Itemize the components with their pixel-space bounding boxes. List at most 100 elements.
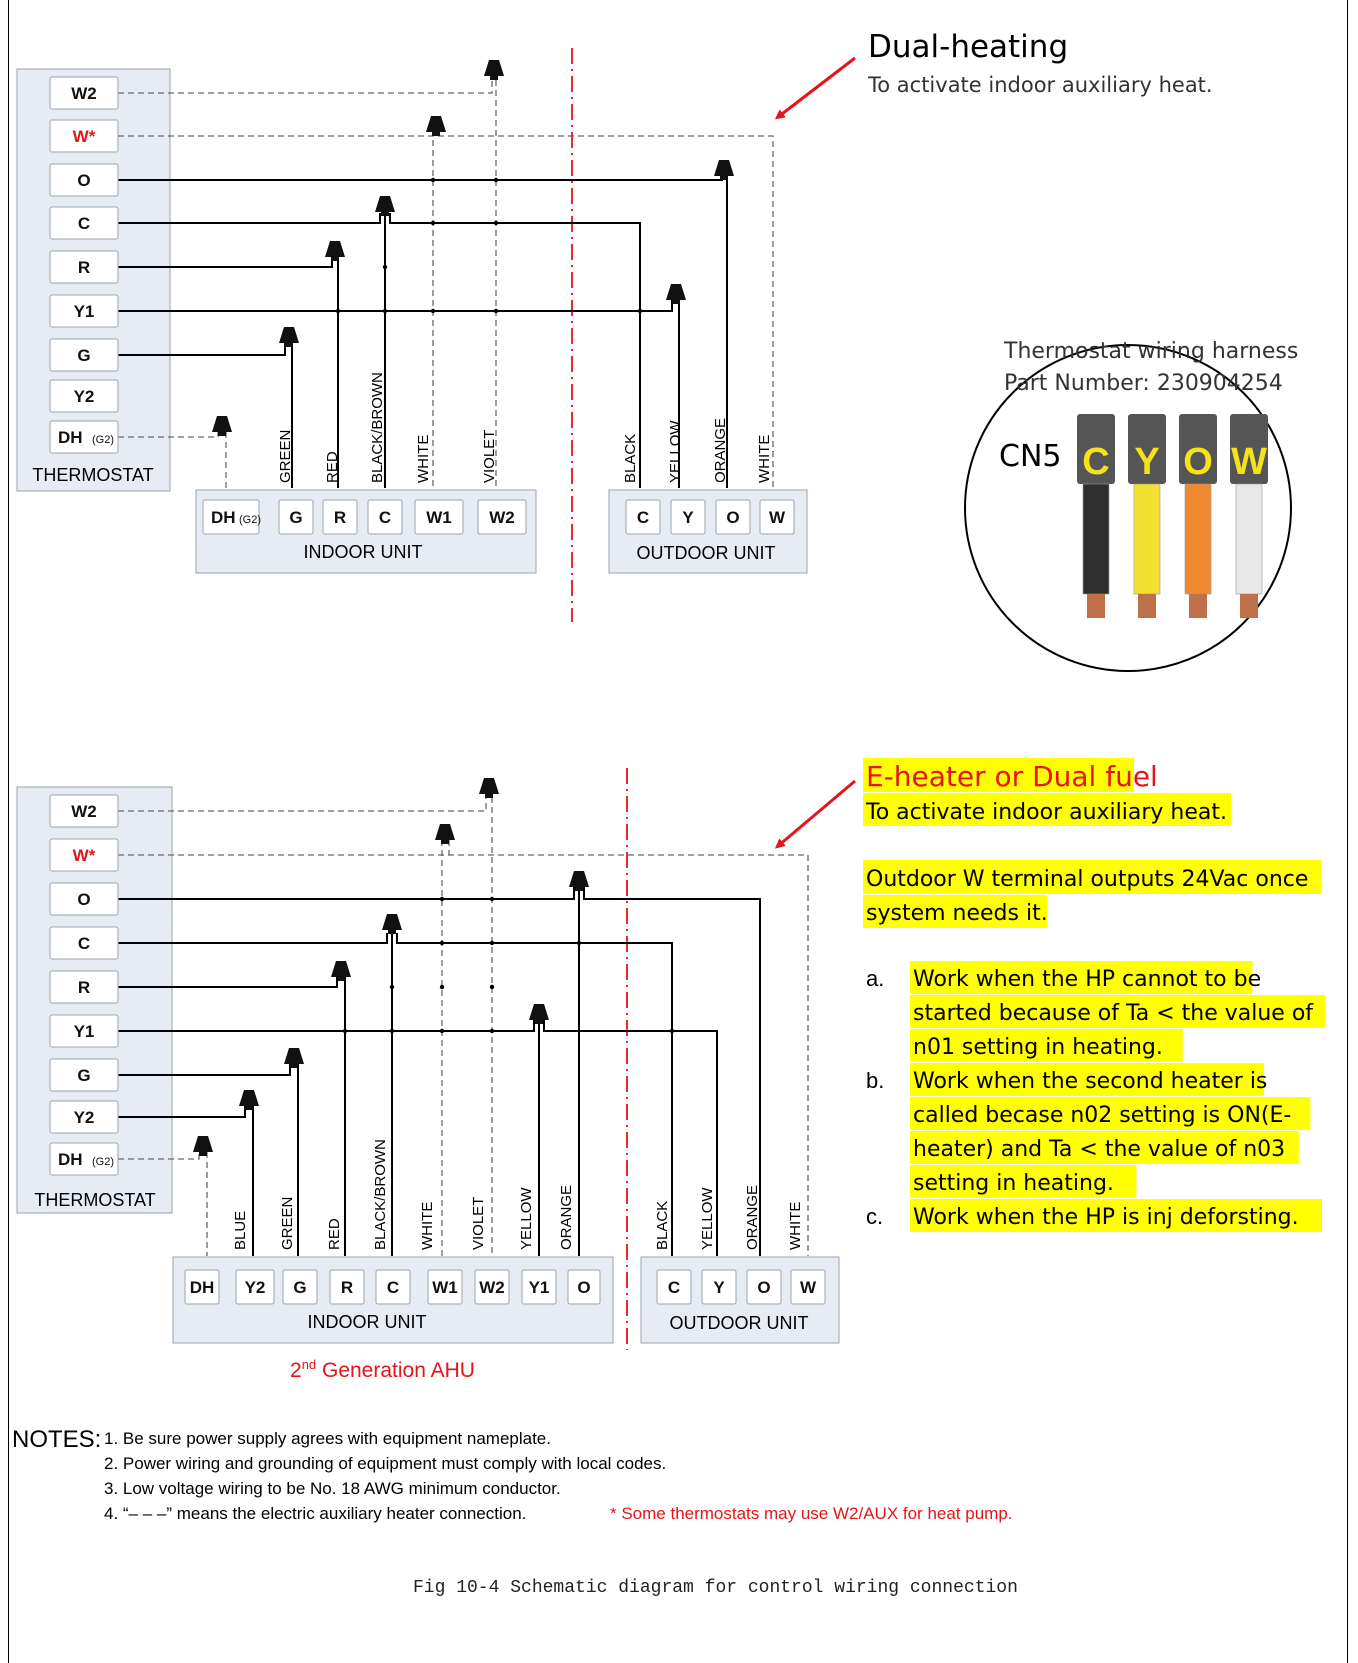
wire2-label-7: ORANGE	[558, 1185, 575, 1250]
wire-c	[118, 213, 381, 224]
thermostat-terminal-dh-sub: (G2)	[92, 434, 114, 446]
thermostat-terminal-dh: DH	[58, 428, 83, 447]
diagram2-caption: 2nd Generation AHU	[290, 1357, 475, 1382]
thermostat-terminal-y2-box	[49, 379, 119, 413]
junction-dot	[389, 984, 395, 990]
outdoor2-wire-label-2: ORANGE	[744, 1185, 761, 1250]
thermostat2-terminal-o: O	[77, 890, 90, 909]
junction-dot	[382, 308, 388, 314]
thermostat-terminal-wstar-box	[49, 119, 119, 153]
wire-o	[118, 168, 723, 181]
connector2-icon-g	[284, 1048, 304, 1064]
list-item-1-line-0: Work when the second heater is	[913, 1069, 1267, 1094]
junction-dot	[439, 896, 445, 902]
indoor-terminal-dh-sub: (G2)	[239, 514, 261, 526]
wire-wstar	[118, 135, 774, 488]
wire2-o	[118, 887, 575, 900]
highlight	[910, 995, 1325, 1028]
outdoor2-terminal-y: Y	[713, 1278, 725, 1297]
outdoor-terminal-w-box	[759, 499, 795, 535]
indoor2-terminal-y2-box	[235, 1269, 275, 1305]
indoor-terminal-w2: W2	[489, 508, 515, 527]
indoor2-terminal-g: G	[293, 1278, 306, 1297]
wire2-y1	[118, 1020, 535, 1032]
indoor-unit-label: INDOOR UNIT	[304, 542, 423, 562]
connector-icon-dh-pins	[218, 432, 226, 436]
copper-strand-icon	[1138, 594, 1156, 618]
connector2-icon-w2-pins	[485, 794, 493, 798]
junction-dot	[335, 308, 341, 314]
outdoor2-wire-label-3: WHITE	[787, 1202, 804, 1250]
thermostat2-terminal-c-box	[49, 926, 119, 960]
note-footnote: * Some thermostats may use W2/AUX for he…	[610, 1504, 1013, 1523]
outdoor2-terminal-y-box	[701, 1269, 737, 1305]
connector-icon-g-pins	[285, 343, 293, 347]
note-4: 4. “– – –” means the electric auxiliary …	[104, 1504, 526, 1523]
thermostat-terminal-wstar: W*	[73, 127, 96, 146]
thermostat2-terminal-dh: DH	[58, 1150, 83, 1169]
thermostat-terminal-c: C	[78, 214, 90, 233]
thermostat2-terminal-y1-box	[49, 1014, 119, 1048]
outdoor-unit-label: OUTDOOR UNIT	[637, 543, 776, 563]
wire2-label-5: VIOLET	[470, 1197, 487, 1250]
outdoor-terminal-c-box	[625, 499, 661, 535]
junction-dot	[439, 1028, 445, 1034]
indoor-terminal-w2-box	[477, 499, 527, 535]
thermostat-label: THERMOSTAT	[32, 465, 153, 485]
e-heater-callout: E-heater or Dual fuel To activate indoor…	[774, 758, 1325, 1232]
connector-label: CN5	[999, 439, 1061, 474]
thermostat-terminal-c-box	[49, 206, 119, 240]
thermostat2-terminal-dh-sub: (G2)	[92, 1156, 114, 1168]
connector-icon-c	[375, 196, 395, 212]
outdoor2-wire-label-0: BLACK	[654, 1201, 671, 1250]
indoor2-terminal-dh-box	[184, 1269, 220, 1305]
thermostat-terminal-o: O	[77, 171, 90, 190]
connector-icon-g	[279, 327, 299, 343]
connector2-icon-o-pins	[575, 887, 583, 891]
thermostat-terminal-r-box	[49, 250, 119, 284]
callout-arrow-2	[774, 779, 856, 849]
connector-icon-c-pins	[381, 212, 389, 216]
outdoor-terminal-o-box	[715, 499, 751, 535]
indoor2-terminal-o-box	[567, 1269, 601, 1305]
list-item-1-line-1: called becase n02 setting is ON(E-	[913, 1103, 1291, 1128]
wires-layer	[118, 48, 809, 1350]
figure-caption: Fig 10-4 Schematic diagram for control w…	[413, 1578, 1018, 1598]
wire-label-green: GREEN	[277, 430, 294, 483]
connector-icon-r-pins	[331, 257, 339, 261]
thermostat-terminal-o-box	[49, 163, 119, 197]
thermostat2-terminal-g-box	[49, 1058, 119, 1092]
connector2-icon-c-pins	[388, 930, 396, 934]
copper-strand-icon	[1087, 594, 1105, 618]
wire2-label-6: YELLOW	[518, 1187, 535, 1250]
junction-dot	[389, 1028, 395, 1034]
list-marker-0: a.	[866, 966, 884, 991]
indoor2-terminal-o: O	[577, 1278, 590, 1297]
highlight	[863, 793, 1231, 826]
indoor-terminal-r: R	[334, 508, 346, 527]
list-item-2-line-0: Work when the HP is inj deforsting.	[913, 1205, 1299, 1230]
connector-icon-w2-pins	[490, 76, 498, 80]
connector-icon-y1	[666, 284, 686, 300]
connector2-icon-dh-pins	[199, 1152, 207, 1156]
connector-icon-y1-pins	[672, 300, 680, 304]
thermostat-terminal-w2-box	[49, 76, 119, 110]
wire2-w2	[118, 797, 487, 812]
caption-number: 2	[290, 1359, 302, 1382]
outdoor-terminal-y-box	[670, 499, 706, 535]
thermostat-terminal-g-box	[49, 338, 119, 372]
list-item-1-line-3: setting in heating.	[913, 1171, 1114, 1196]
junction-dot	[489, 984, 495, 990]
connector2-icon-y1-pins	[535, 1020, 543, 1024]
list-item-0-line-1: started because of Ta < the value of	[913, 1001, 1314, 1026]
indoor-terminal-dh-box	[202, 499, 260, 535]
indoor-terminal-dh: DH	[211, 508, 236, 527]
connector-housing-o	[1179, 414, 1217, 484]
connector2-icon-wstar	[435, 824, 455, 840]
indoor2-terminal-y2: Y2	[245, 1278, 266, 1297]
dual-heating-callout: Dual-heating To activate indoor auxiliar…	[774, 29, 1213, 120]
outdoor-wire-label-0: BLACK	[622, 434, 639, 483]
wire2-y1-outdoor	[543, 1020, 718, 1256]
wire-label-black-brown: BLACK/BROWN	[369, 372, 386, 483]
